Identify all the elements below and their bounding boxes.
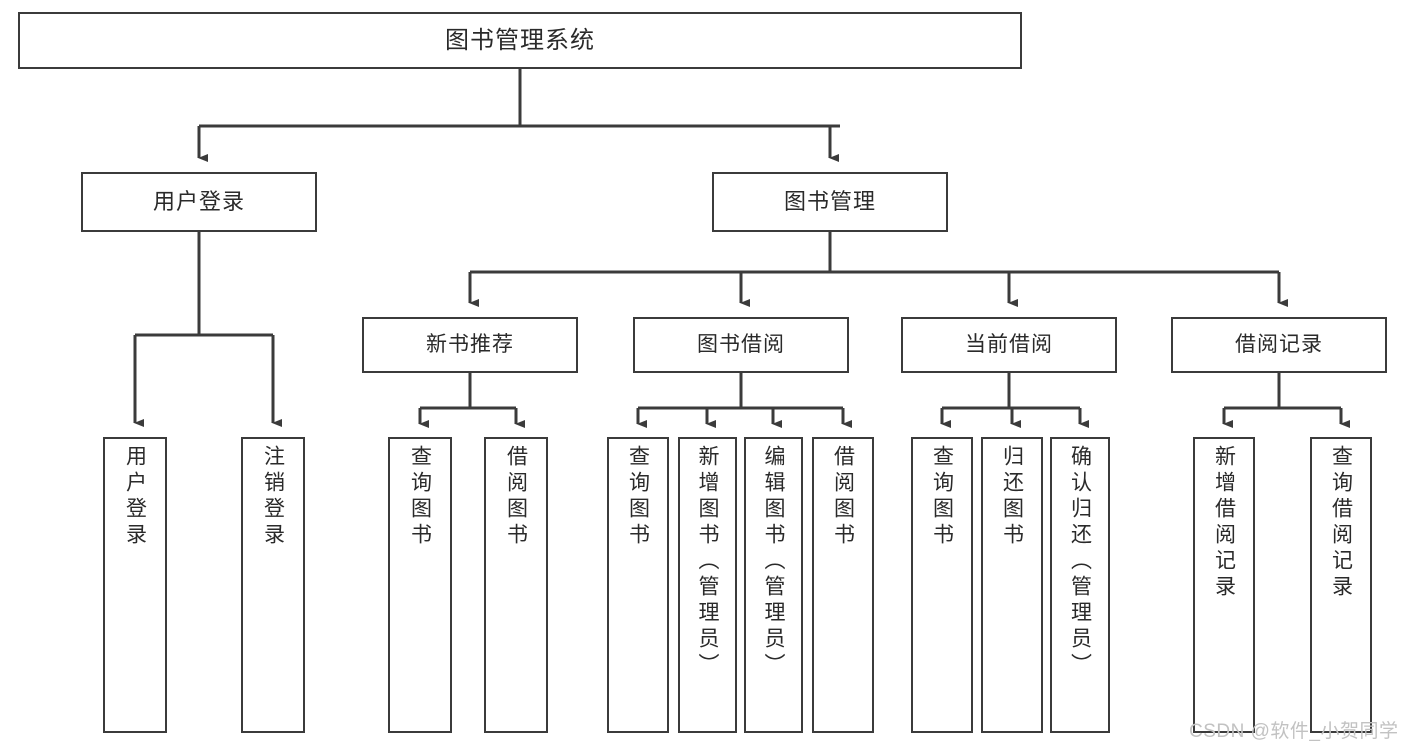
node-leaf-logout-login-label: 注销登录	[261, 445, 285, 549]
node-borrow-record[interactable]: 借阅记录	[1171, 317, 1387, 373]
node-leaf-query-borrow-record-label: 查询借阅记录	[1329, 445, 1353, 601]
node-leaf-borrow-book-2-label: 借阅图书	[831, 445, 855, 549]
node-leaf-edit-book-admin-label: 编辑图书（管理员）	[762, 445, 785, 679]
node-user-login[interactable]: 用户登录	[81, 172, 317, 232]
node-leaf-confirm-return-admin-label: 确认归还（管理员）	[1068, 445, 1092, 679]
node-leaf-add-book-admin-label: 新增图书（管理员）	[696, 445, 719, 679]
node-leaf-add-borrow-record[interactable]: 新增借阅记录	[1193, 437, 1255, 733]
node-root[interactable]: 图书管理系统	[18, 12, 1022, 69]
node-root-label: 图书管理系统	[445, 26, 595, 54]
node-leaf-add-book-admin[interactable]: 新增图书（管理员）	[678, 437, 737, 733]
node-user-login-label: 用户登录	[152, 189, 245, 215]
node-leaf-return-book[interactable]: 归还图书	[981, 437, 1043, 733]
node-current-borrow[interactable]: 当前借阅	[901, 317, 1117, 373]
node-leaf-query-book-3[interactable]: 查询图书	[911, 437, 973, 733]
node-book-manage[interactable]: 图书管理	[712, 172, 948, 232]
node-book-borrow-label: 图书借阅	[697, 332, 785, 356]
node-leaf-borrow-book-1-label: 借阅图书	[504, 445, 528, 549]
node-leaf-add-borrow-record-label: 新增借阅记录	[1212, 445, 1236, 601]
node-leaf-query-book-2[interactable]: 查询图书	[607, 437, 669, 733]
node-leaf-query-book-1-label: 查询图书	[408, 445, 432, 549]
node-leaf-borrow-book-1[interactable]: 借阅图书	[484, 437, 548, 733]
node-leaf-borrow-book-2[interactable]: 借阅图书	[812, 437, 874, 733]
node-leaf-query-book-1[interactable]: 查询图书	[388, 437, 452, 733]
node-leaf-logout-login[interactable]: 注销登录	[241, 437, 305, 733]
node-leaf-edit-book-admin[interactable]: 编辑图书（管理员）	[744, 437, 803, 733]
node-leaf-query-book-2-label: 查询图书	[626, 445, 650, 549]
node-book-borrow[interactable]: 图书借阅	[633, 317, 849, 373]
node-leaf-user-login-label: 用户登录	[123, 445, 147, 549]
node-leaf-query-book-3-label: 查询图书	[930, 445, 954, 549]
node-borrow-record-label: 借阅记录	[1235, 332, 1323, 356]
node-leaf-confirm-return-admin[interactable]: 确认归还（管理员）	[1050, 437, 1110, 733]
node-book-manage-label: 图书管理	[783, 189, 876, 215]
csdn-watermark: CSDN @软件_小贺同学	[1189, 721, 1399, 742]
node-new-book-recommend-label: 新书推荐	[426, 332, 514, 356]
node-leaf-user-login[interactable]: 用户登录	[103, 437, 167, 733]
node-leaf-query-borrow-record[interactable]: 查询借阅记录	[1310, 437, 1372, 733]
node-leaf-return-book-label: 归还图书	[1000, 445, 1024, 549]
node-new-book-recommend[interactable]: 新书推荐	[362, 317, 578, 373]
node-current-borrow-label: 当前借阅	[965, 332, 1053, 356]
